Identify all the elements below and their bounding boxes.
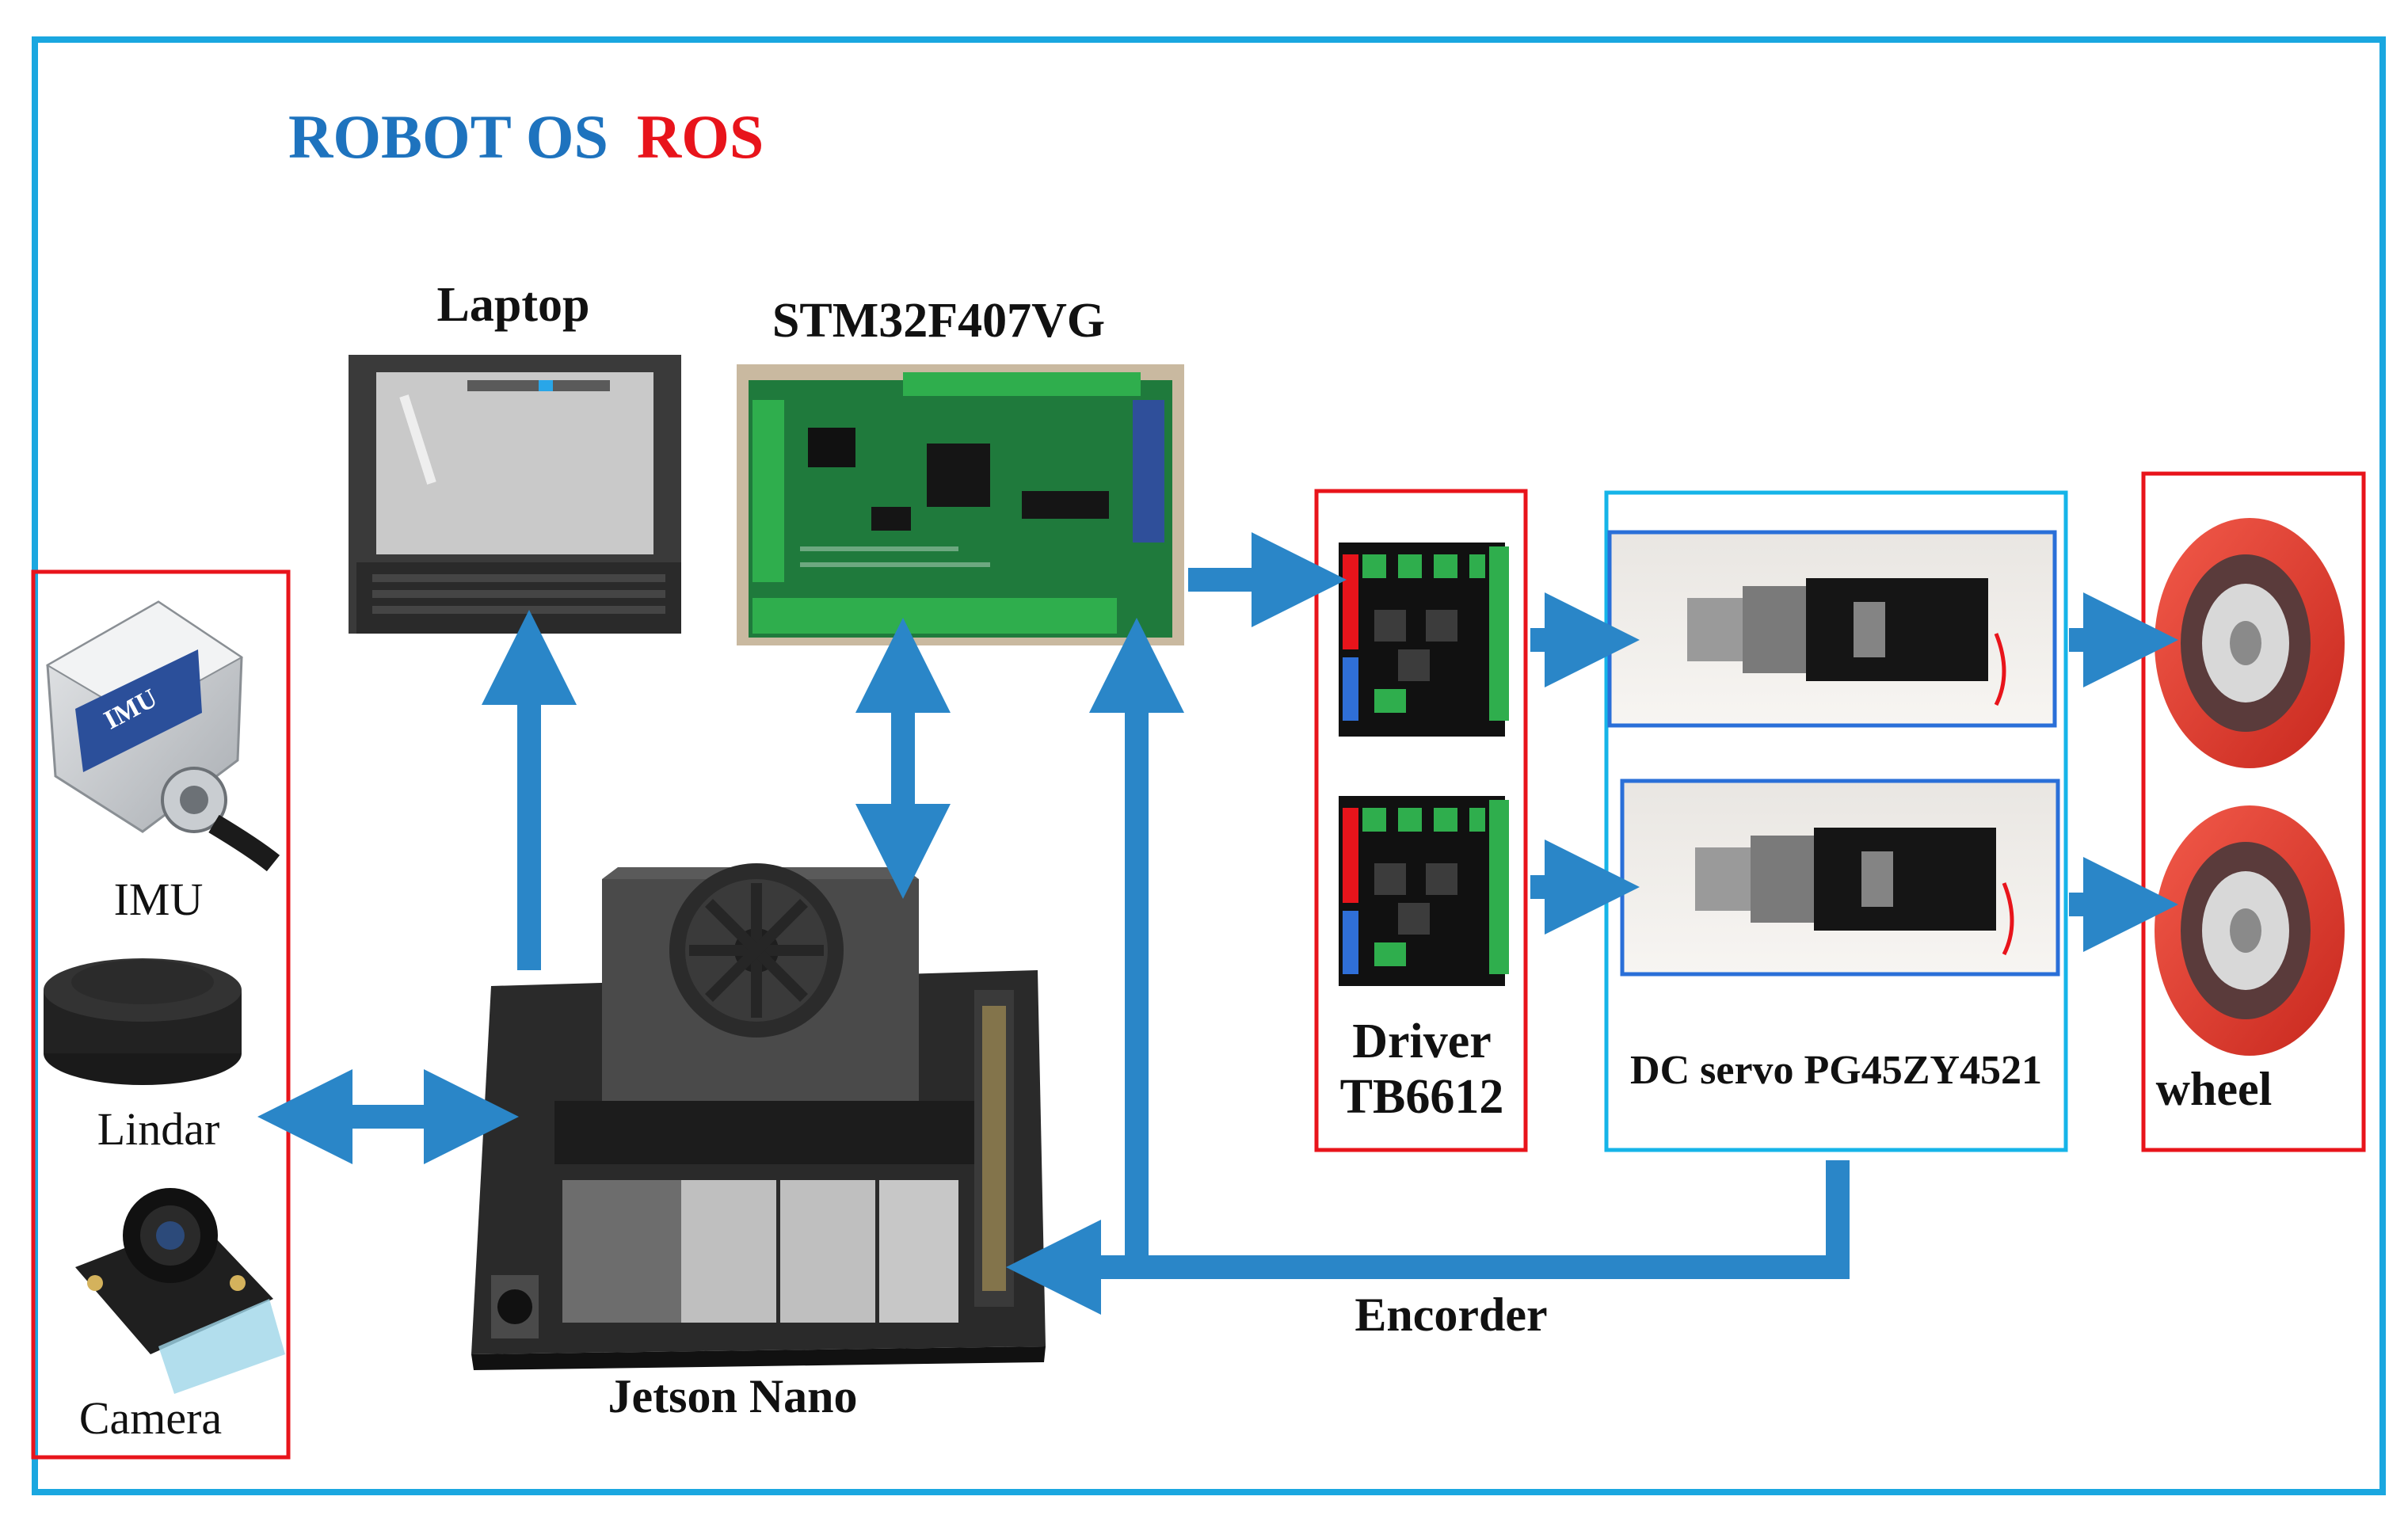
laptop-image [349, 355, 681, 634]
servo-motor-1-image [1687, 578, 2006, 706]
lidar-image [44, 958, 242, 1085]
wheel-box [2141, 471, 2366, 1152]
servo-box [1604, 490, 2068, 1152]
imu-image: IMU [46, 600, 280, 872]
encoder-label: Encorder [1354, 1289, 1547, 1341]
title-part-1: ROBOT OS [288, 102, 608, 171]
laptop-label: Laptop [437, 278, 590, 332]
driver-label-line1: Driver [1352, 1015, 1492, 1068]
sensors-box [31, 569, 291, 1460]
camera-label: Camera [79, 1392, 222, 1444]
mcu-label: STM32F407VG [772, 294, 1105, 348]
driver-box [1314, 489, 1528, 1152]
servo-label: DC servo PG45ZY4521 [1630, 1048, 2042, 1093]
diagram-title: ROBOT OS ROS [288, 101, 764, 173]
driver-board-2-image [1339, 796, 1509, 986]
driver-label-line2: TB6612 [1340, 1070, 1504, 1124]
driver-board-1-image [1339, 543, 1509, 737]
jetson-nano-image [471, 863, 1046, 1370]
stm32-board-image [737, 364, 1184, 645]
servo-motor-2-image [1695, 828, 2014, 956]
imu-label: IMU [114, 874, 204, 925]
camera-image [75, 1188, 285, 1394]
wheel-2-image [2155, 805, 2345, 1056]
jetson-label: Jetson Nano [608, 1370, 857, 1422]
wheel-1-image [2155, 518, 2345, 768]
title-part-2: ROS [636, 102, 764, 171]
lidar-label: Lindar [97, 1103, 220, 1155]
arrow-encoder-feedback [1006, 1160, 1850, 1315]
wheel-label: wheel [2156, 1063, 2273, 1115]
